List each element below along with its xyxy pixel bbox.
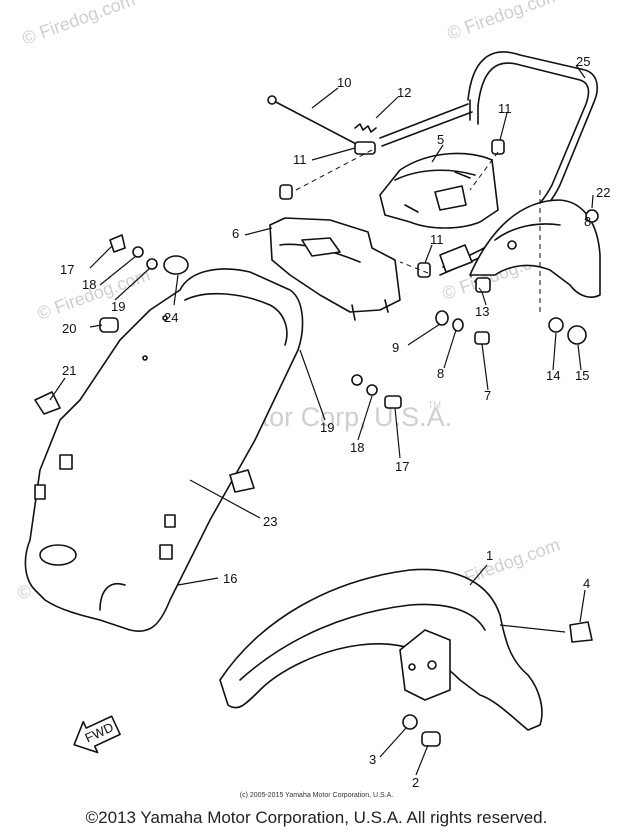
callout-25: 25 [576, 54, 590, 69]
callout-2: 2 [412, 775, 419, 790]
callout-11-b: 11 [498, 101, 512, 116]
fwd-arrow: FWD [73, 715, 121, 754]
callout-3: 3 [369, 752, 376, 767]
callout-19-a: 19 [111, 299, 125, 314]
callout-12: 12 [397, 85, 411, 100]
alignment-lines [295, 149, 541, 312]
callout-11-c: 11 [430, 232, 444, 247]
callout-4: 4 [583, 576, 590, 591]
fender-piece-5 [379, 152, 499, 229]
callout-23: 23 [263, 514, 277, 529]
watermark-tm: TM [428, 400, 441, 410]
small-copyright: (c) 2005-2015 Yamaha Motor Corporation, … [239, 792, 394, 799]
callout-19-b: 19 [320, 420, 334, 435]
callout-18-a: 18 [82, 277, 96, 292]
leader-lines [49, 64, 594, 776]
watermark-firedog-mid-left: © Firedog.com [35, 264, 153, 323]
callout-9: 9 [392, 340, 399, 355]
callout-24: 24 [164, 310, 178, 325]
callout-6: 6 [232, 226, 239, 241]
callout-21: 21 [62, 363, 76, 378]
callout-11-a: 11 [293, 152, 307, 167]
callout-20: 20 [62, 321, 76, 336]
callout-17-b: 17 [395, 459, 409, 474]
callout-13: 13 [475, 304, 489, 319]
callout-8-a: 8 [437, 366, 444, 381]
front-fender-1 [219, 568, 543, 731]
callout-17-a: 17 [60, 262, 74, 277]
callout-15: 15 [575, 368, 589, 383]
callout-10: 10 [337, 75, 351, 90]
bracket-cover-6 [269, 217, 401, 321]
footer-copyright: ©2013 Yamaha Motor Corporation, U.S.A. A… [85, 808, 548, 827]
callout-14: 14 [546, 368, 560, 383]
callout-7: 7 [484, 388, 491, 403]
watermark-firedog-top-right: © Firedog.com [445, 0, 563, 44]
callout-1: 1 [486, 548, 493, 563]
callout-22: 22 [596, 185, 610, 200]
callout-16: 16 [223, 571, 237, 586]
watermark-firedog-top-left: © Firedog.com [20, 0, 138, 49]
rear-fender-flap [469, 199, 601, 298]
rear-fender-16 [24, 268, 304, 632]
callout-18-b: 18 [350, 440, 364, 455]
hardware-parts [34, 95, 599, 747]
callout-8-b: 8 [584, 214, 591, 229]
callout-5: 5 [437, 132, 444, 147]
